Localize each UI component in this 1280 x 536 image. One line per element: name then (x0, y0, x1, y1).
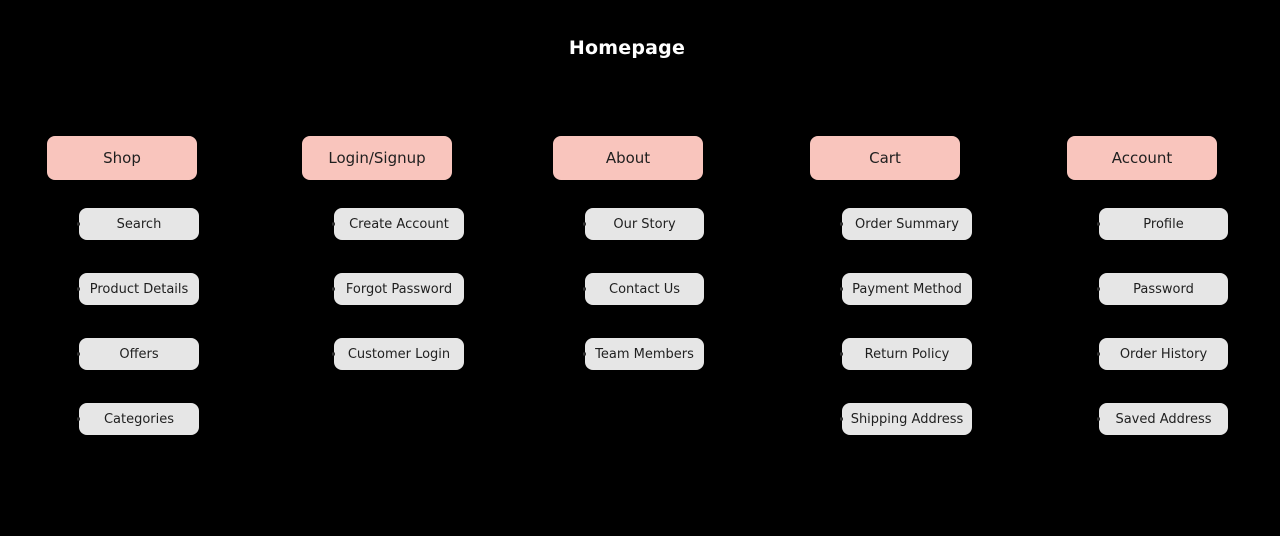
section-children-shop: Search Product Details Offers Categories (79, 208, 199, 435)
section-node-shop[interactable]: Shop (47, 136, 197, 180)
subpage-node-customer-login[interactable]: Customer Login (334, 338, 464, 370)
subpage-node-product-details[interactable]: Product Details (79, 273, 199, 305)
section-children-cart: Order Summary Payment Method Return Poli… (842, 208, 972, 435)
section-children-login-signup: Create Account Forgot Password Customer … (334, 208, 464, 370)
subpage-node-contact-us[interactable]: Contact Us (585, 273, 704, 305)
section-column-account: Account Profile Password Order History S… (1067, 136, 1228, 435)
subpage-node-payment-method[interactable]: Payment Method (842, 273, 972, 305)
subpage-node-return-policy[interactable]: Return Policy (842, 338, 972, 370)
section-column-shop: Shop Search Product Details Offers Categ… (47, 136, 199, 435)
subpage-node-profile[interactable]: Profile (1099, 208, 1228, 240)
subpage-node-categories[interactable]: Categories (79, 403, 199, 435)
subpage-node-order-history[interactable]: Order History (1099, 338, 1228, 370)
subpage-node-our-story[interactable]: Our Story (585, 208, 704, 240)
subpage-node-offers[interactable]: Offers (79, 338, 199, 370)
subpage-node-search[interactable]: Search (79, 208, 199, 240)
section-node-about[interactable]: About (553, 136, 703, 180)
subpage-node-order-summary[interactable]: Order Summary (842, 208, 972, 240)
subpage-node-team-members[interactable]: Team Members (585, 338, 704, 370)
section-column-cart: Cart Order Summary Payment Method Return… (810, 136, 972, 435)
section-children-account: Profile Password Order History Saved Add… (1099, 208, 1228, 435)
section-column-about: About Our Story Contact Us Team Members (553, 136, 704, 370)
subpage-node-saved-address[interactable]: Saved Address (1099, 403, 1228, 435)
section-node-account[interactable]: Account (1067, 136, 1217, 180)
subpage-node-password[interactable]: Password (1099, 273, 1228, 305)
section-children-about: Our Story Contact Us Team Members (585, 208, 704, 370)
subpage-node-forgot-password[interactable]: Forgot Password (334, 273, 464, 305)
section-node-cart[interactable]: Cart (810, 136, 960, 180)
subpage-node-create-account[interactable]: Create Account (334, 208, 464, 240)
subpage-node-shipping-address[interactable]: Shipping Address (842, 403, 972, 435)
section-column-login-signup: Login/Signup Create Account Forgot Passw… (302, 136, 464, 370)
section-node-login-signup[interactable]: Login/Signup (302, 136, 452, 180)
page-title: Homepage (568, 37, 686, 59)
